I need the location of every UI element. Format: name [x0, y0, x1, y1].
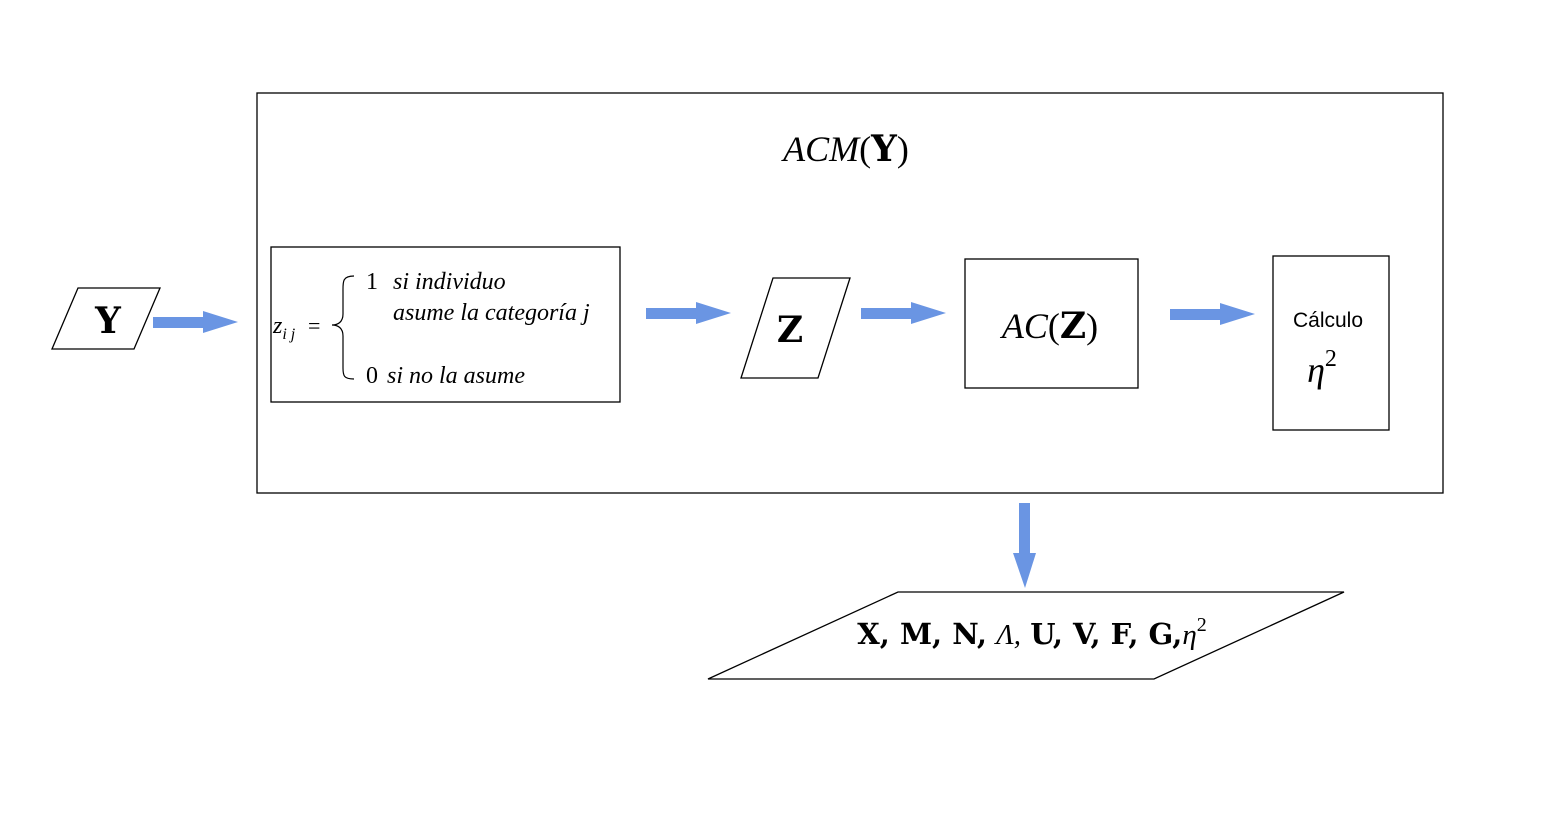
- case1-line2: asume la categoría j: [393, 300, 590, 326]
- arrow-ac-to-calc: [1170, 303, 1255, 325]
- input-label: Y: [94, 300, 122, 342]
- recode-lhs: zi j: [272, 313, 296, 343]
- z-node: Z: [740, 277, 851, 379]
- z-label: Z: [777, 309, 803, 351]
- acm-outer-box: [256, 92, 1444, 494]
- recode-box: zi j = 1 si individuo asume la categoría…: [270, 246, 621, 403]
- arrow-recode-to-z: [646, 302, 731, 324]
- calc-label: Cálculo: [1293, 309, 1363, 332]
- case2-value: 0: [366, 363, 378, 389]
- arrow-acm-to-output: [1013, 503, 1036, 588]
- case2-text: si no la asume: [387, 363, 525, 389]
- input-node-y: Y: [51, 287, 161, 350]
- arrow-z-to-ac: [861, 302, 946, 324]
- ac-box: AC(Z): [964, 258, 1139, 389]
- recode-equals: =: [308, 313, 320, 338]
- arrow-input-to-acm: [153, 311, 238, 333]
- output-node: X, M, N, Λ, U, V, F, G,η2: [707, 591, 1345, 680]
- acm-title: ACM(Y): [781, 128, 909, 170]
- case1-value: 1: [366, 269, 378, 295]
- ac-label: AC(Z): [1000, 305, 1098, 347]
- case1-line1: si individuo: [393, 269, 506, 295]
- calc-eta: η2: [1307, 346, 1337, 390]
- curly-brace: [331, 275, 355, 380]
- calc-box: Cálculo η2: [1272, 255, 1390, 431]
- output-label: X, M, N, Λ, U, V, F, G,η2: [857, 614, 1207, 651]
